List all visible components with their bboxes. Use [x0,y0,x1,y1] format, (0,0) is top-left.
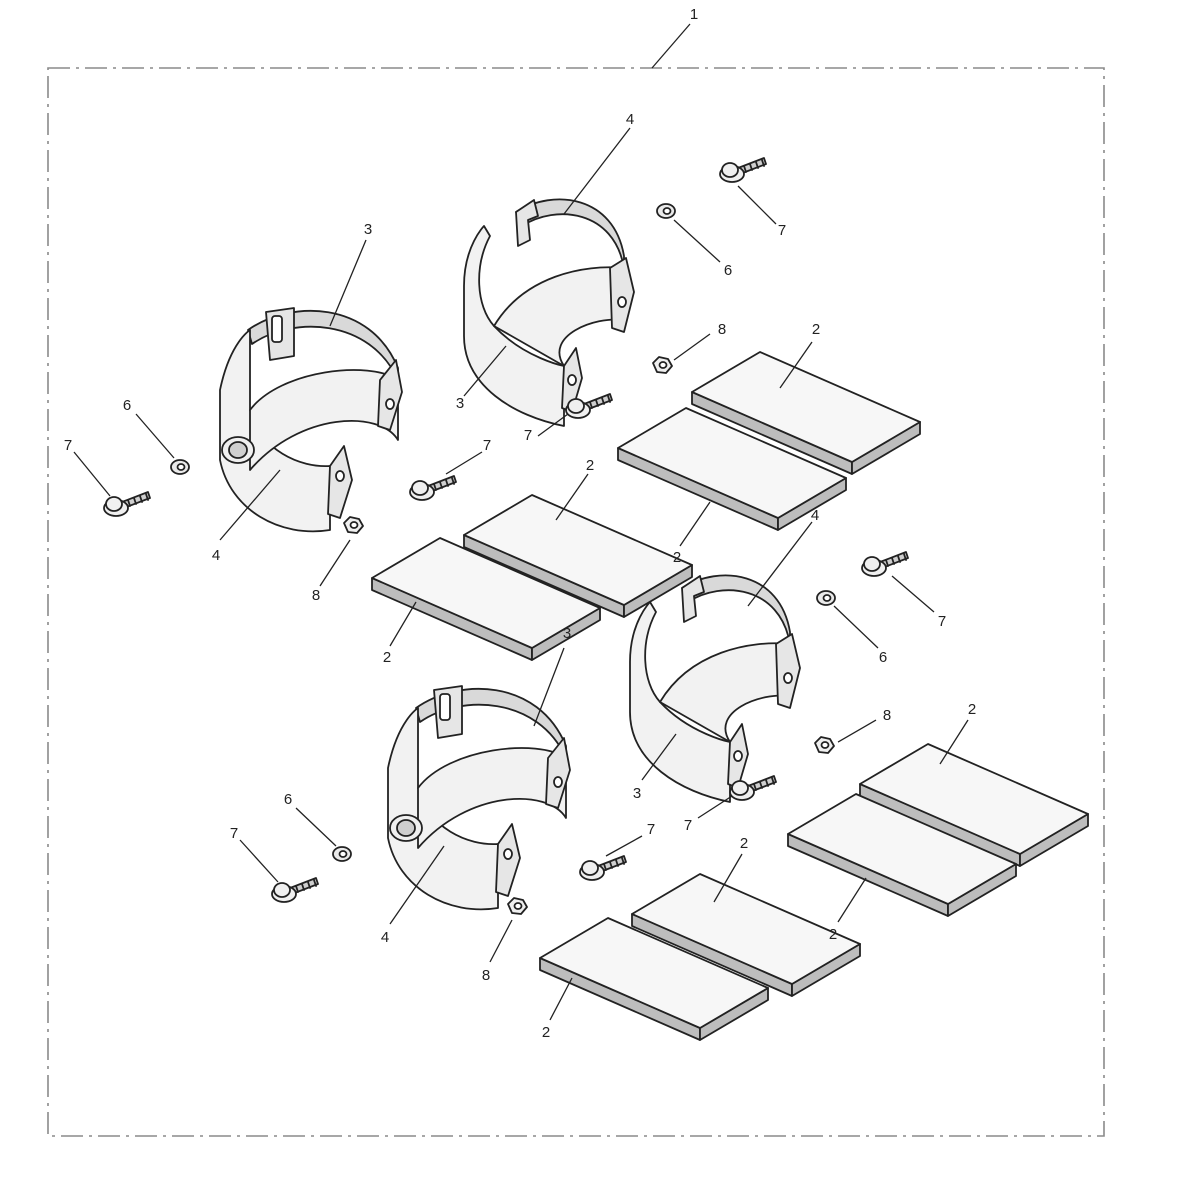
label-pad: 2 [740,835,748,852]
bolt [579,855,627,881]
nut [814,736,835,754]
washer [656,203,676,219]
label-kit: 1 [690,6,698,23]
bolt [271,877,319,903]
clamp-half-a [387,685,571,911]
label-clamp-half-b: 4 [626,111,634,128]
nut [652,356,673,374]
label-clamp-half-b: 4 [212,547,220,564]
label-clamp-half-a: 3 [633,785,641,802]
bolt [103,491,151,517]
label-bolt: 7 [938,613,946,630]
bolt [719,157,767,183]
label-bolt: 7 [778,222,786,239]
label-pad: 2 [673,549,681,566]
label-clamp-half-a: 3 [364,221,372,238]
clamp-half-b [463,198,635,427]
nut [507,897,528,915]
washer [170,459,190,475]
label-bolt: 7 [64,437,72,454]
kit-boundary [47,67,1105,1137]
label-pad: 2 [383,649,391,666]
washer [332,846,352,862]
label-clamp-half-b: 4 [811,507,819,524]
label-nut: 8 [482,967,490,984]
label-pad: 2 [542,1024,550,1041]
clamp-half-a [219,307,403,533]
label-nut: 8 [883,707,891,724]
label-bolt: 7 [230,825,238,842]
label-bolt: 7 [483,437,491,454]
label-clamp-half-a: 3 [456,395,464,412]
label-bolt: 7 [524,427,532,444]
bolt [861,551,909,577]
bolt [409,475,457,501]
label-washer: 6 [724,262,732,279]
label-bolt: 7 [684,817,692,834]
label-washer: 6 [284,791,292,808]
label-pad: 2 [968,701,976,718]
label-nut: 8 [312,587,320,604]
label-pad: 2 [812,321,820,338]
nut [343,516,364,534]
label-nut: 8 [718,321,726,338]
label-pad: 2 [586,457,594,474]
label-pad: 2 [829,926,837,943]
washer [816,590,836,606]
label-clamp-half-a: 3 [563,625,571,642]
label-bolt: 7 [647,821,655,838]
label-washer: 6 [879,649,887,666]
clamp-half-b [629,574,801,803]
label-washer: 6 [123,397,131,414]
label-clamp-half-b: 4 [381,929,389,946]
